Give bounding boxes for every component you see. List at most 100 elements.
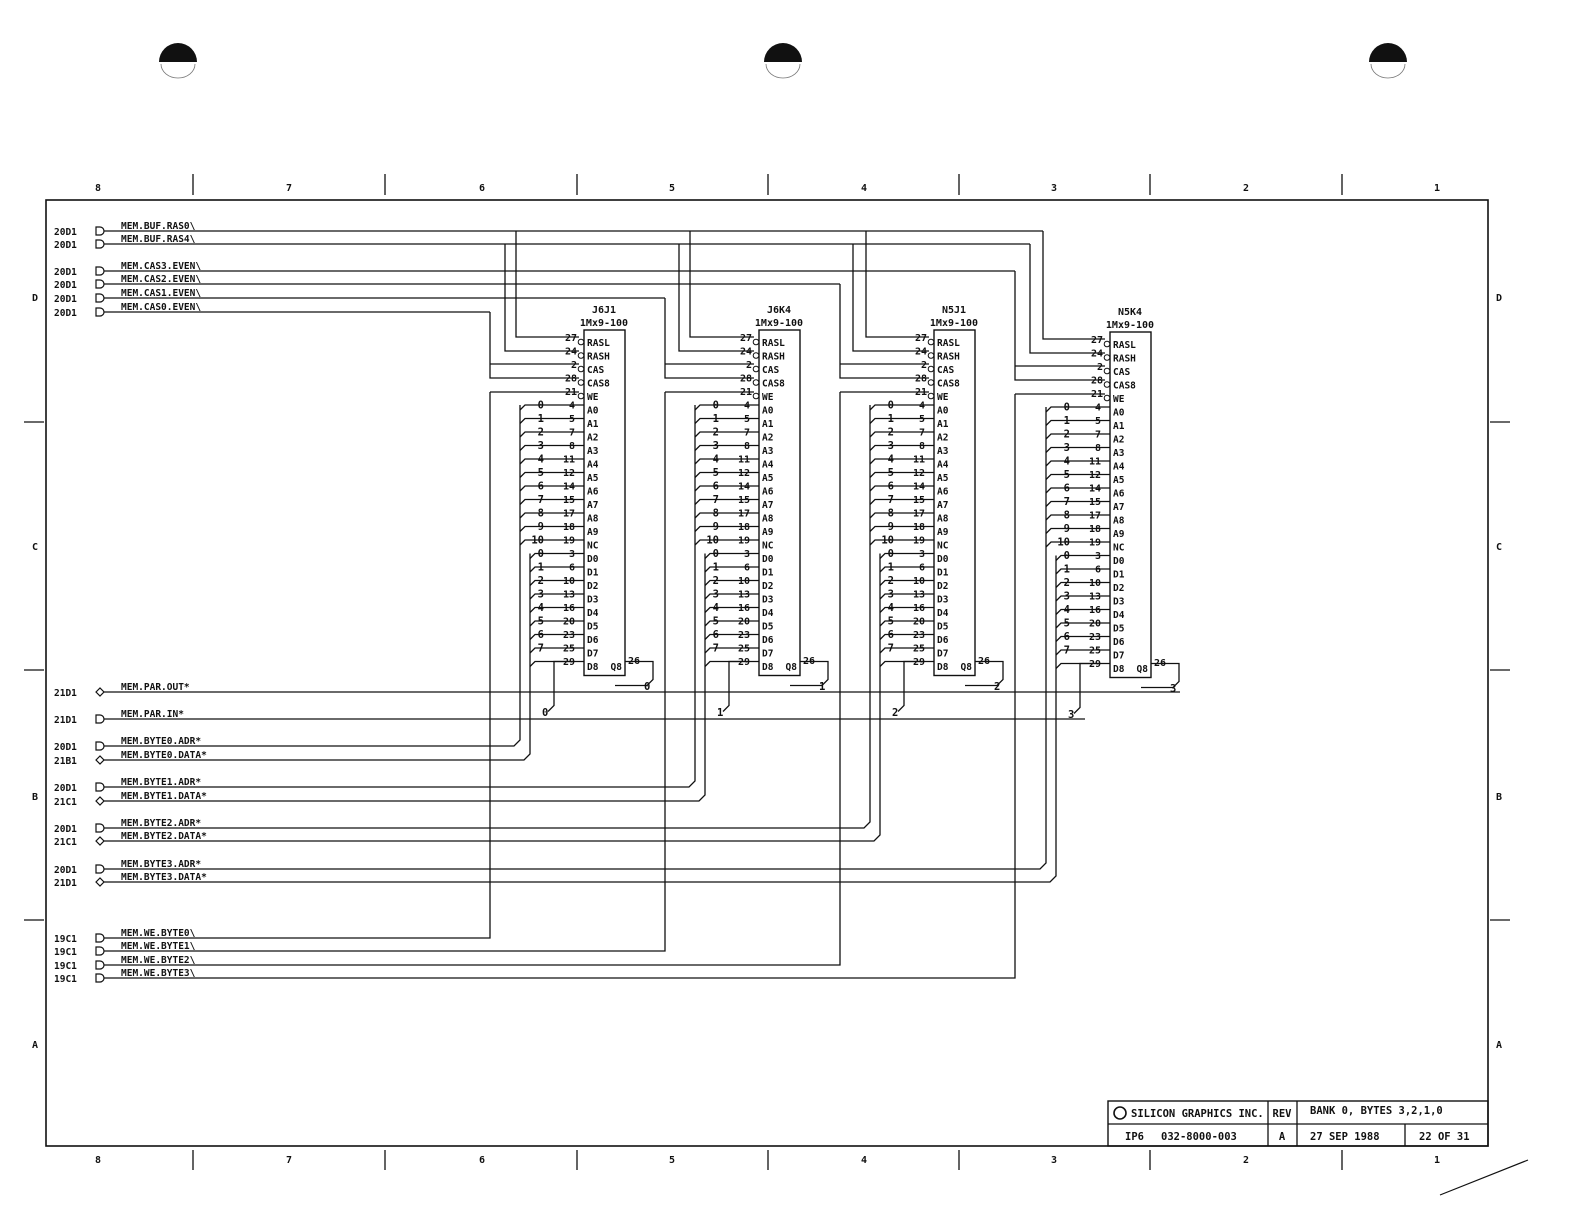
active-low-bubble bbox=[927, 352, 935, 359]
address-bit-label: 2 bbox=[713, 427, 719, 439]
parity-out-index: 1 bbox=[819, 681, 825, 693]
address-wire bbox=[869, 539, 934, 546]
pin-number: 8 bbox=[569, 441, 575, 452]
zone-label-left: D bbox=[32, 293, 38, 304]
pin-name: A0 bbox=[587, 406, 599, 417]
address-bit-label: 10 bbox=[531, 535, 544, 547]
pin-number: 2 bbox=[571, 360, 577, 371]
zone-label-top: 6 bbox=[479, 183, 485, 194]
pin-name: A8 bbox=[587, 514, 599, 525]
signal-sheet-ref: 19C1 bbox=[54, 934, 77, 945]
zone-label-right: B bbox=[1496, 792, 1502, 803]
zone-label-top: 5 bbox=[669, 183, 675, 194]
input-port-symbol bbox=[95, 946, 105, 956]
active-low-bubble bbox=[1103, 340, 1111, 348]
q8-wire bbox=[1141, 662, 1180, 689]
data-bit-label: 0 bbox=[538, 548, 544, 560]
zone-label-top: 8 bbox=[95, 183, 101, 194]
pin-number-q8: 26 bbox=[803, 656, 815, 667]
zone-label-top: 7 bbox=[286, 183, 292, 194]
chip-body bbox=[1109, 331, 1152, 679]
d8-wire bbox=[1073, 662, 1100, 714]
pin-name: A4 bbox=[937, 460, 949, 471]
address-bit-label: 4 bbox=[713, 454, 719, 466]
address-bit-label: 9 bbox=[888, 521, 894, 533]
pin-number: 7 bbox=[919, 428, 925, 439]
input-port-symbol bbox=[95, 226, 105, 236]
address-wire bbox=[869, 525, 934, 532]
pin-number: 15 bbox=[738, 495, 750, 506]
pin-number-q8: 26 bbox=[628, 656, 640, 667]
data-bit-label: 6 bbox=[538, 629, 544, 641]
data-wire bbox=[1055, 635, 1110, 642]
pin-name: D5 bbox=[937, 622, 949, 633]
pin-name: D6 bbox=[937, 635, 949, 646]
data-bit-label: 0 bbox=[713, 548, 719, 560]
pin-number: 11 bbox=[1089, 457, 1101, 468]
address-bit-label: 10 bbox=[1057, 537, 1070, 549]
pin-number: 20 bbox=[738, 617, 750, 628]
address-wire bbox=[869, 404, 934, 411]
pin-number: 23 bbox=[738, 630, 750, 641]
pin-name: A6 bbox=[1113, 489, 1125, 500]
pin-name: A3 bbox=[587, 446, 599, 457]
byte-adr-bus bbox=[104, 405, 696, 788]
data-wire bbox=[879, 566, 934, 573]
address-bit-label: 9 bbox=[1064, 523, 1070, 535]
revision: A bbox=[1279, 1131, 1286, 1143]
pin-name: A2 bbox=[587, 433, 598, 444]
pin-number: 23 bbox=[1089, 632, 1101, 643]
signal-name: MEM.WE.BYTE1\ bbox=[121, 941, 196, 952]
zone-label-bottom: 6 bbox=[479, 1155, 485, 1166]
pin-number: 19 bbox=[913, 536, 925, 547]
data-bit-label: 1 bbox=[538, 562, 544, 574]
address-wire bbox=[694, 444, 759, 451]
pin-number: 23 bbox=[913, 630, 925, 641]
company-name: SILICON GRAPHICS INC. bbox=[1131, 1108, 1264, 1120]
address-wire bbox=[1045, 487, 1110, 494]
chip-body bbox=[933, 329, 976, 677]
byte-data-bus bbox=[104, 553, 706, 802]
address-wire bbox=[694, 404, 759, 411]
address-wire bbox=[519, 498, 584, 505]
chip-refdes: J6J1 bbox=[592, 305, 616, 316]
signal-name: MEM.BYTE3.ADR* bbox=[121, 859, 201, 870]
cas-wire bbox=[1014, 271, 1105, 381]
pin-number-q8: 26 bbox=[1154, 658, 1166, 669]
address-wire bbox=[1045, 406, 1110, 413]
address-wire bbox=[694, 525, 759, 532]
parity-out-index: 2 bbox=[994, 681, 1000, 693]
pin-name: CAS bbox=[762, 365, 779, 376]
pin-number: 24 bbox=[565, 347, 577, 358]
pin-number: 12 bbox=[913, 468, 925, 479]
active-low-bubble bbox=[927, 338, 935, 346]
pin-name: NC bbox=[762, 541, 774, 552]
data-bit-label: 2 bbox=[713, 575, 719, 587]
data-wire bbox=[879, 606, 934, 613]
pin-name: D0 bbox=[587, 554, 599, 565]
pin-name: A6 bbox=[587, 487, 599, 498]
pin-number: 10 bbox=[1089, 578, 1101, 589]
pin-number: 28 bbox=[565, 374, 577, 385]
signal-sheet-ref: 20D1 bbox=[54, 227, 77, 238]
we-bus bbox=[104, 392, 666, 952]
address-wire bbox=[1045, 433, 1110, 440]
data-bit-label: 7 bbox=[538, 643, 544, 655]
pin-number: 15 bbox=[1089, 497, 1101, 508]
pin-name: D7 bbox=[762, 649, 773, 660]
signal-name: MEM.BYTE1.DATA* bbox=[121, 791, 207, 802]
signal-name: MEM.CAS2.EVEN\ bbox=[121, 274, 201, 285]
pin-name: WE bbox=[937, 392, 949, 403]
pin-number: 24 bbox=[915, 347, 927, 358]
pin-number: 25 bbox=[913, 644, 925, 655]
data-wire bbox=[704, 593, 759, 600]
signal-sheet-ref: 21C1 bbox=[54, 837, 77, 848]
pin-name: D7 bbox=[937, 649, 948, 660]
active-low-bubble bbox=[752, 338, 760, 346]
q8-wire bbox=[615, 660, 654, 687]
address-bit-label: 1 bbox=[538, 413, 544, 425]
address-wire bbox=[519, 458, 584, 465]
pin-name: A2 bbox=[937, 433, 948, 444]
pin-name: NC bbox=[587, 541, 599, 552]
